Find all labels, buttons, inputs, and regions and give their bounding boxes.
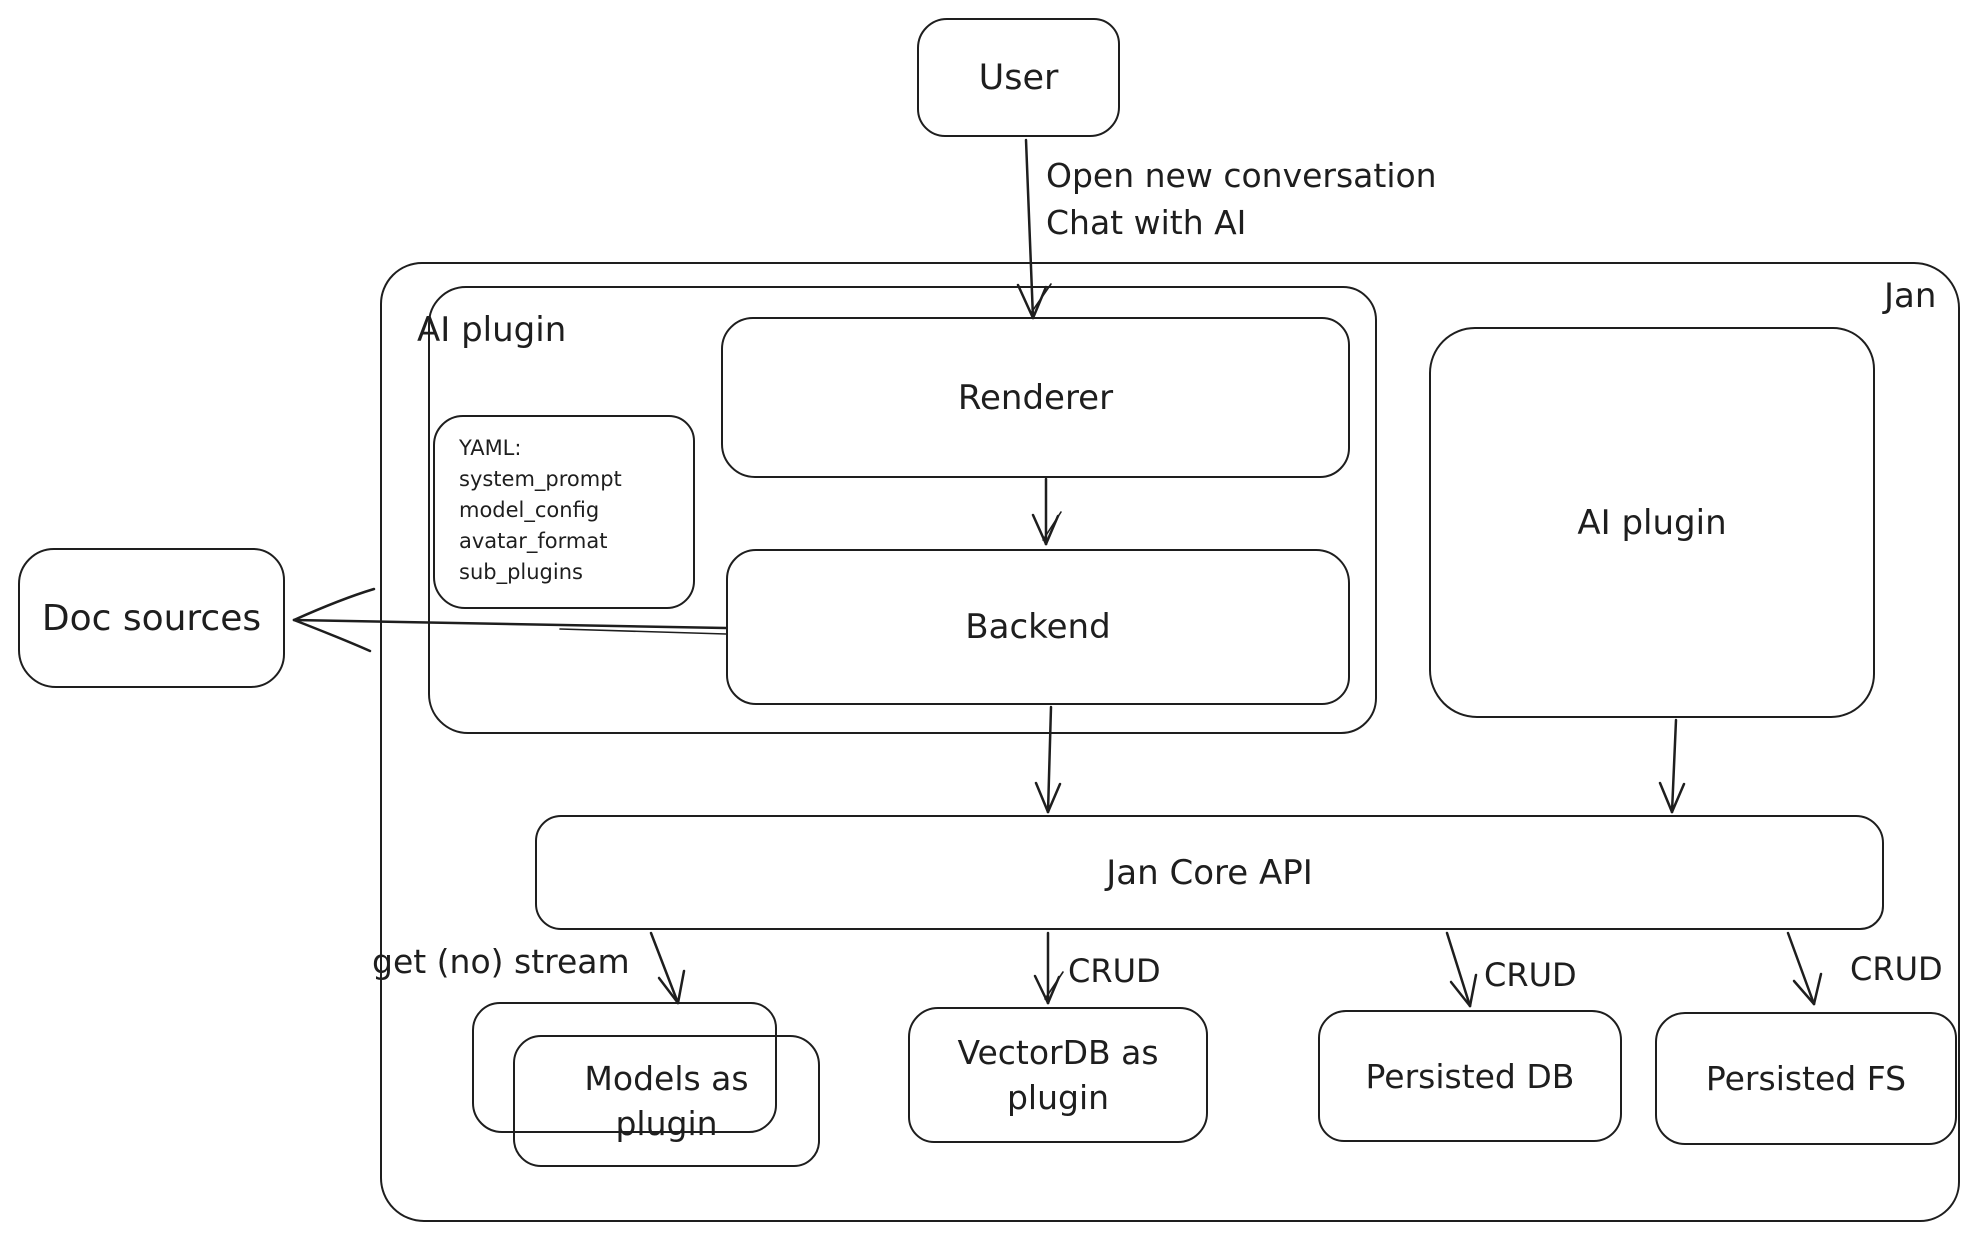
jan-container-label: Jan (1884, 276, 1937, 316)
persisted-db-label: Persisted DB (1365, 1056, 1575, 1096)
yaml-note: YAML: system_prompt model_config avatar_… (433, 415, 695, 609)
vectordb-as-plugin-node: VectorDB as plugin (908, 1007, 1208, 1143)
renderer-node: Renderer (721, 317, 1350, 478)
models-as-plugin-label-line1: Models as (584, 1059, 749, 1098)
yaml-line: avatar_format (459, 529, 608, 553)
models-as-plugin-label-line2: plugin (615, 1104, 718, 1143)
user-node-label: User (978, 57, 1059, 98)
edge-label-line1: Open new conversation (1046, 156, 1437, 195)
jan-core-api-label: Jan Core API (1106, 852, 1313, 893)
yaml-line: system_prompt (459, 467, 622, 491)
jan-core-api-node: Jan Core API (535, 815, 1884, 930)
persisted-fs-node: Persisted FS (1655, 1012, 1957, 1145)
models-as-plugin-back-box (472, 1002, 777, 1133)
backend-node: Backend (726, 549, 1350, 705)
backend-node-label: Backend (965, 607, 1111, 647)
vectordb-label-line1: VectorDB as (957, 1033, 1159, 1072)
user-to-renderer-edge-label: Open new conversation Chat with AI (1046, 152, 1437, 246)
yaml-line: model_config (459, 498, 600, 522)
renderer-node-label: Renderer (957, 377, 1114, 418)
vectordb-label-line2: plugin (1006, 1078, 1110, 1117)
doc-sources-label: Doc sources (41, 597, 262, 639)
models-as-plugin-node: Models as plugin (513, 1035, 820, 1167)
edge-label-line2: Chat with AI (1046, 203, 1247, 242)
persisted-db-node: Persisted DB (1318, 1010, 1622, 1142)
ai-plugin-container (428, 286, 1377, 734)
ai-plugin-right-label: AI plugin (1577, 502, 1727, 543)
ai-plugin-container-label: AI plugin (417, 310, 567, 350)
crud-vectordb-edge-label: CRUD (1068, 952, 1161, 990)
yaml-line: sub_plugins (459, 560, 583, 584)
ai-plugin-right-node: AI plugin (1429, 327, 1875, 718)
user-node: User (917, 18, 1120, 137)
yaml-line: YAML: (459, 436, 522, 460)
doc-sources-node: Doc sources (18, 548, 285, 688)
jan-container (380, 262, 1960, 1222)
crud-persisted-db-edge-label: CRUD (1484, 956, 1577, 994)
crud-persisted-fs-edge-label: CRUD (1850, 950, 1943, 988)
get-no-stream-edge-label: get (no) stream (372, 942, 630, 981)
persisted-fs-label: Persisted FS (1705, 1059, 1907, 1098)
